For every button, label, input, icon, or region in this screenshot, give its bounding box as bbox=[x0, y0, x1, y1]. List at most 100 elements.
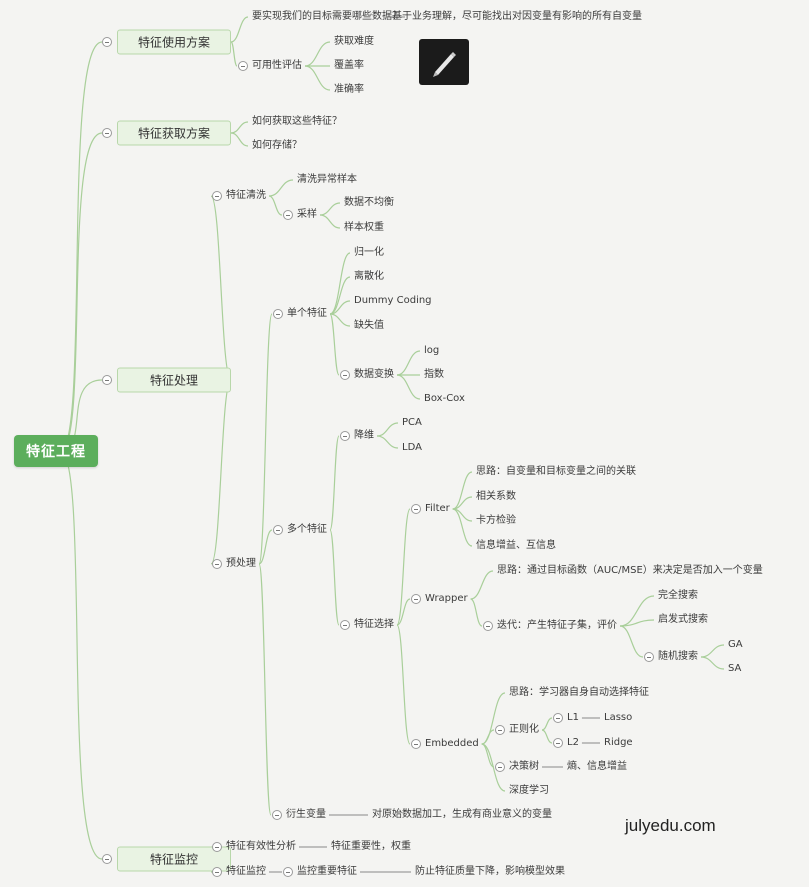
node-dimred-2[interactable]: LDA bbox=[402, 442, 422, 453]
node-deep[interactable]: 深度学习 bbox=[509, 785, 549, 796]
node-use-q1[interactable]: 要实现我们的目标需要哪些数据？ bbox=[252, 11, 402, 22]
node-emb-1[interactable]: 思路：学习器自身自动选择特征 bbox=[509, 687, 649, 698]
node-random-2[interactable]: SA bbox=[728, 663, 742, 674]
collapse-toggle-icon[interactable] bbox=[411, 594, 421, 604]
node-mon-1-ans[interactable]: 特征重要性，权重 bbox=[331, 841, 411, 852]
link-sample-2 bbox=[319, 214, 341, 229]
collapse-toggle-icon[interactable] bbox=[212, 842, 222, 852]
collapse-toggle-icon[interactable] bbox=[102, 37, 112, 47]
link-single-4 bbox=[329, 313, 351, 327]
node-sample[interactable]: 采样 bbox=[297, 209, 317, 220]
collapse-toggle-icon[interactable] bbox=[553, 738, 563, 748]
node-iter-2[interactable]: 启发式搜索 bbox=[658, 614, 708, 625]
collapse-toggle-icon[interactable] bbox=[102, 375, 112, 385]
collapse-toggle-icon[interactable] bbox=[212, 191, 222, 201]
node-random[interactable]: 随机搜索 bbox=[658, 651, 698, 662]
node-wrapper[interactable]: Wrapper bbox=[425, 593, 468, 604]
branch-use[interactable]: 特征使用方案 bbox=[117, 29, 231, 55]
node-l1-ans[interactable]: Lasso bbox=[604, 712, 633, 723]
node-l2-ans[interactable]: Ridge bbox=[604, 737, 633, 748]
link-root-acquire bbox=[59, 132, 103, 452]
node-wrapper-2[interactable]: 迭代：产生特征子集，评价 bbox=[497, 620, 617, 631]
collapse-toggle-icon[interactable] bbox=[553, 713, 563, 723]
collapse-toggle-icon[interactable] bbox=[273, 309, 283, 319]
node-transform-1[interactable]: log bbox=[424, 345, 440, 356]
collapse-toggle-icon[interactable] bbox=[495, 762, 505, 772]
link-filter-4 bbox=[452, 508, 473, 547]
link-acq-2 bbox=[230, 132, 249, 147]
node-mon-1[interactable]: 特征有效性分析 bbox=[226, 841, 296, 852]
node-single[interactable]: 单个特征 bbox=[287, 308, 327, 319]
node-use-avail-1[interactable]: 获取难度 bbox=[334, 36, 374, 47]
node-transform-3[interactable]: Box-Cox bbox=[424, 393, 465, 404]
link-transform-1 bbox=[396, 350, 421, 376]
node-regular[interactable]: 正则化 bbox=[509, 724, 539, 735]
collapse-toggle-icon[interactable] bbox=[273, 525, 283, 535]
link-l2 bbox=[541, 729, 553, 744]
link-root-use bbox=[59, 41, 103, 452]
node-sample-1[interactable]: 数据不均衡 bbox=[344, 197, 394, 208]
collapse-toggle-icon[interactable] bbox=[411, 504, 421, 514]
node-single-1[interactable]: 归一化 bbox=[354, 247, 384, 258]
node-transform-2[interactable]: 指数 bbox=[424, 369, 444, 380]
node-mon-2-a[interactable]: 监控重要特征 bbox=[297, 866, 357, 877]
node-iter-1[interactable]: 完全搜索 bbox=[658, 590, 698, 601]
node-dimred[interactable]: 降维 bbox=[354, 430, 374, 441]
node-use-avail-3[interactable]: 准确率 bbox=[334, 84, 364, 95]
collapse-toggle-icon[interactable] bbox=[102, 128, 112, 138]
collapse-toggle-icon[interactable] bbox=[340, 370, 350, 380]
node-transform[interactable]: 数据变换 bbox=[354, 369, 394, 380]
node-use-avail[interactable]: 可用性评估 bbox=[252, 60, 302, 71]
watermark-text: julyedu.com bbox=[625, 816, 716, 835]
node-tree[interactable]: 决策树 bbox=[509, 761, 539, 772]
node-filter-4[interactable]: 信息增益、互信息 bbox=[476, 540, 556, 551]
node-use-avail-2[interactable]: 覆盖率 bbox=[334, 60, 364, 71]
node-select[interactable]: 特征选择 bbox=[354, 619, 394, 630]
node-derive-ans[interactable]: 对原始数据加工，生成有商业意义的变量 bbox=[372, 809, 552, 820]
node-dimred-1[interactable]: PCA bbox=[402, 417, 422, 428]
node-acq-2[interactable]: 如何存储？ bbox=[252, 140, 302, 151]
node-pre[interactable]: 预处理 bbox=[226, 558, 256, 569]
collapse-toggle-icon[interactable] bbox=[283, 210, 293, 220]
node-wrapper-1[interactable]: 思路：通过目标函数（AUC/MSE）来决定是否加入一个变量 bbox=[497, 565, 763, 576]
collapse-toggle-icon[interactable] bbox=[340, 620, 350, 630]
node-sample-2[interactable]: 样本权重 bbox=[344, 222, 384, 233]
collapse-toggle-icon[interactable] bbox=[212, 867, 222, 877]
pen-icon[interactable] bbox=[419, 39, 469, 85]
collapse-toggle-icon[interactable] bbox=[102, 854, 112, 864]
root-node[interactable]: 特征工程 bbox=[14, 435, 98, 467]
node-clean[interactable]: 特征清洗 bbox=[226, 190, 266, 201]
collapse-toggle-icon[interactable] bbox=[340, 431, 350, 441]
branch-process[interactable]: 特征处理 bbox=[117, 367, 231, 393]
node-clean-1[interactable]: 清洗异常样本 bbox=[297, 174, 357, 185]
node-random-1[interactable]: GA bbox=[728, 639, 743, 650]
node-tree-ans[interactable]: 熵、信息增益 bbox=[567, 761, 627, 772]
collapse-toggle-icon[interactable] bbox=[238, 61, 248, 71]
node-filter[interactable]: Filter bbox=[425, 503, 450, 514]
collapse-toggle-icon[interactable] bbox=[411, 739, 421, 749]
node-use-q1-ans[interactable]: 基于业务理解，尽可能找出对因变量有影响的所有自变量 bbox=[392, 11, 642, 22]
node-multi[interactable]: 多个特征 bbox=[287, 524, 327, 535]
node-embedded[interactable]: Embedded bbox=[425, 738, 479, 749]
collapse-toggle-icon[interactable] bbox=[212, 559, 222, 569]
node-single-4[interactable]: 缺失值 bbox=[354, 320, 384, 331]
link-clean-1 bbox=[268, 179, 294, 197]
branch-acquire[interactable]: 特征获取方案 bbox=[117, 120, 231, 146]
node-acq-1[interactable]: 如何获取这些特征？ bbox=[252, 116, 342, 127]
node-l2[interactable]: L2 bbox=[567, 737, 579, 748]
node-mon-2-ans[interactable]: 防止特征质量下降，影响模型效果 bbox=[415, 866, 565, 877]
node-mon-2[interactable]: 特征监控 bbox=[226, 866, 266, 877]
collapse-toggle-icon[interactable] bbox=[283, 867, 293, 877]
node-derive[interactable]: 衍生变量 bbox=[286, 809, 326, 820]
branch-monitor[interactable]: 特征监控 bbox=[117, 846, 231, 872]
node-single-3[interactable]: Dummy Coding bbox=[354, 295, 432, 306]
collapse-toggle-icon[interactable] bbox=[644, 652, 654, 662]
node-l1[interactable]: L1 bbox=[567, 712, 579, 723]
node-filter-1[interactable]: 思路：自变量和目标变量之间的关联 bbox=[476, 466, 636, 477]
collapse-toggle-icon[interactable] bbox=[272, 810, 282, 820]
node-filter-3[interactable]: 卡方检验 bbox=[476, 515, 516, 526]
collapse-toggle-icon[interactable] bbox=[483, 621, 493, 631]
node-filter-2[interactable]: 相关系数 bbox=[476, 491, 516, 502]
collapse-toggle-icon[interactable] bbox=[495, 725, 505, 735]
node-single-2[interactable]: 离散化 bbox=[354, 271, 384, 282]
